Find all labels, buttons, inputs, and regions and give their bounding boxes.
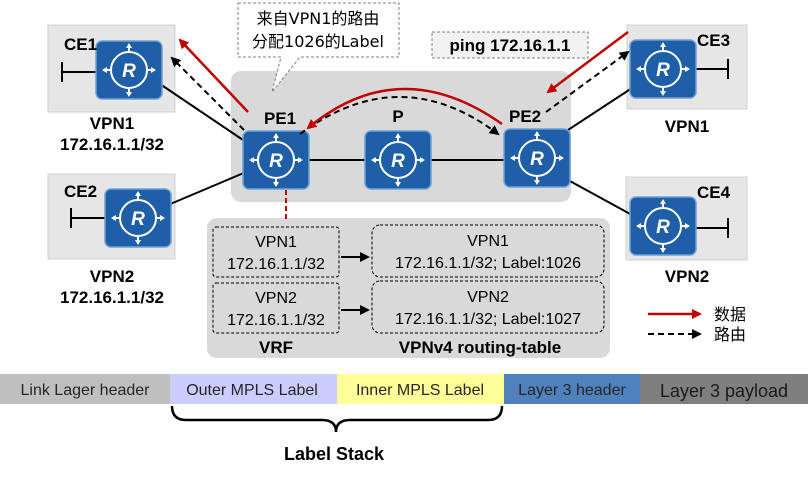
vpnv4-row-1-name: VPN1 — [467, 233, 509, 250]
ping-box — [431, 31, 589, 59]
vpnv4-title: VPNv4 routing-table — [399, 338, 561, 357]
segment-layer3-header — [504, 374, 640, 404]
vpnv4-row-2-box — [371, 280, 605, 334]
router-pe2-icon — [503, 128, 571, 188]
vrf-row-1-name: VPN1 — [255, 234, 297, 251]
pe1-label: PE1 — [264, 109, 296, 128]
segment-outer-mpls — [170, 374, 337, 404]
route-arrow-pe2-to-ce3 — [545, 50, 630, 113]
ce3-label: CE3 — [697, 31, 730, 50]
router-p-icon — [364, 130, 432, 190]
segment-outer-mpls-label: Outer MPLS Label — [186, 382, 318, 399]
segment-link-layer-label: Link Lager header — [21, 382, 151, 399]
label-stack-brace — [170, 405, 504, 433]
packet-header-bar: Link Lager header Outer MPLS Label Inner… — [0, 374, 808, 404]
ce1-label: CE1 — [64, 35, 97, 54]
segment-layer3-payload-label: Layer 3 payload — [660, 381, 788, 401]
callout-bubble — [237, 2, 400, 93]
site-left-top-name: VPN1 — [90, 114, 134, 133]
router-ce1-icon — [95, 40, 163, 100]
router-ce4-icon — [629, 196, 697, 256]
label-stack-title: Label Stack — [284, 444, 385, 464]
segment-layer3-header-label: Layer 3 header — [518, 382, 626, 399]
vrf-row-2-name: VPN2 — [255, 290, 297, 307]
ping-label: ping 172.16.1.1 — [450, 36, 571, 55]
p-label: P — [392, 107, 403, 126]
vrf-row-2-prefix: 172.16.1.1/32 — [227, 312, 325, 329]
ce2-label: CE2 — [64, 182, 97, 201]
pe2-label: PE2 — [509, 107, 541, 126]
vrf-row-1-prefix: 172.16.1.1/32 — [227, 256, 325, 273]
ce4-label: CE4 — [697, 183, 731, 202]
legend-data-label: 数据 — [714, 305, 746, 324]
data-arc-pe2-to-pe1 — [306, 87, 503, 130]
vpnv4-row-2-name: VPN2 — [467, 289, 509, 306]
vrf-row-2-box — [212, 282, 340, 334]
physical-links — [61, 59, 729, 238]
router-ce2-icon — [104, 188, 172, 248]
segment-inner-mpls — [337, 374, 504, 404]
route-arc-pe1-to-pe2 — [299, 96, 500, 136]
route-arrow-pe1-to-ce1 — [170, 56, 245, 131]
vrf-row-1-box — [212, 226, 340, 278]
data-arrow-ce3-to-pe2 — [546, 31, 629, 94]
site-left-top-prefix: 172.16.1.1/32 — [60, 135, 164, 154]
vpnv4-row-2-entry: 172.16.1.1/32; Label:1027 — [395, 311, 581, 328]
site-right-top-name: VPN1 — [665, 117, 709, 136]
legend-route-label: 路由 — [714, 325, 746, 344]
callout-line2: 分配1026的Label — [252, 32, 384, 51]
segment-inner-mpls-label: Inner MPLS Label — [356, 382, 484, 399]
vpnv4-row-1-box — [371, 224, 605, 278]
data-arrow-pe1-to-ce1 — [178, 38, 249, 113]
router-ce3-icon — [629, 39, 697, 99]
site-right-bottom-name: VPN2 — [665, 267, 709, 286]
site-left-bottom-prefix: 172.16.1.1/32 — [60, 288, 164, 307]
vrf-title: VRF — [259, 338, 293, 357]
segment-layer3-payload — [640, 374, 808, 404]
segment-link-layer — [0, 374, 170, 404]
vpnv4-row-1-entry: 172.16.1.1/32; Label:1026 — [395, 255, 581, 272]
site-left-bottom-name: VPN2 — [90, 267, 134, 286]
callout-line1: 来自VPN1的路由 — [257, 9, 380, 28]
router-pe1-icon — [242, 130, 310, 190]
